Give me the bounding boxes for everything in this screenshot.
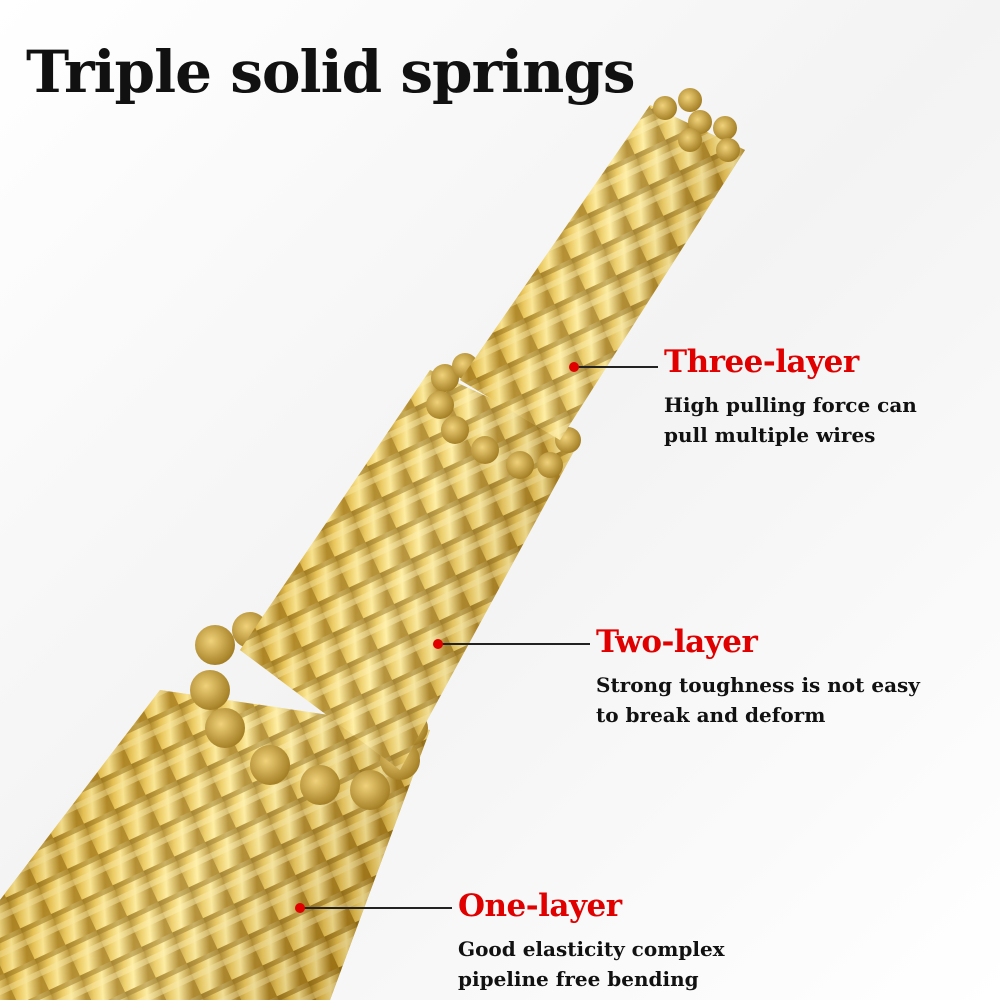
three-layer-strand-ends xyxy=(653,88,740,162)
callout-description: High pulling force can pull multiple wir… xyxy=(664,393,917,447)
callout-three-layer: Three-layer High pulling force can pull … xyxy=(664,344,917,450)
callout-heading: Three-layer xyxy=(664,344,859,380)
callout-heading: One-layer xyxy=(458,888,622,924)
three-layer-segment xyxy=(460,105,745,440)
two-layer-segment xyxy=(240,370,580,770)
callout-heading: Two-layer xyxy=(596,624,758,660)
page-title: Triple solid springs xyxy=(26,38,636,106)
callout-two-layer: Two-layer Strong toughness is not easy t… xyxy=(596,624,920,730)
callout-description: Good elasticity complex pipeline free be… xyxy=(458,937,725,991)
two-layer-strand-ends xyxy=(426,353,581,479)
callout-pointers xyxy=(295,362,658,913)
callout-one-layer: One-layer Good elasticity complex pipeli… xyxy=(458,888,725,994)
callout-description: Strong toughness is not easy to break an… xyxy=(596,673,920,727)
